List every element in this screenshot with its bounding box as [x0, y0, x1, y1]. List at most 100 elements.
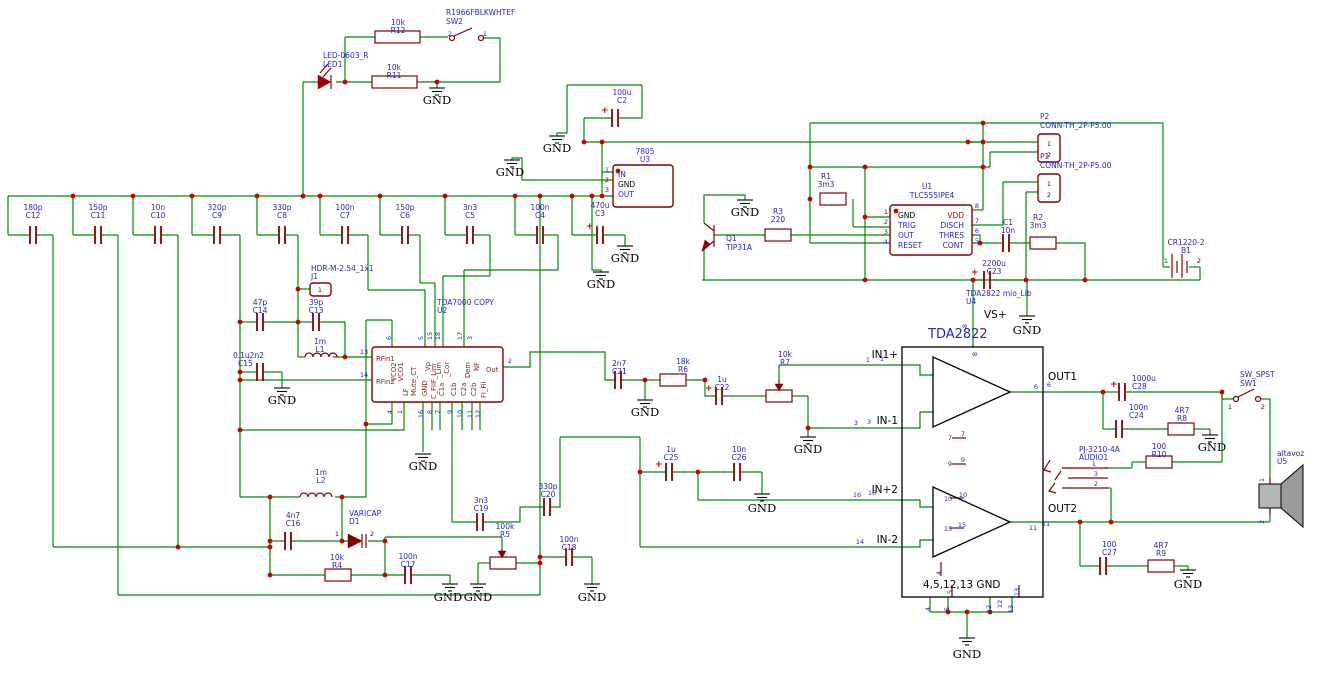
capacitor-symbol[interactable]	[466, 226, 474, 244]
capacitor-symbol[interactable]	[611, 109, 619, 127]
pin-number: 10	[456, 410, 464, 418]
capacitor-symbol[interactable]	[401, 226, 409, 244]
wire[interactable]	[591, 196, 602, 272]
speaker-icon[interactable]	[1258, 483, 1282, 509]
chip-body[interactable]	[1037, 173, 1061, 203]
component-label: 39p	[309, 298, 324, 307]
resistor-symbol[interactable]	[489, 556, 517, 570]
resistor-symbol[interactable]	[659, 373, 687, 387]
wire[interactable]	[484, 506, 543, 523]
capacitor-symbol[interactable]	[614, 371, 622, 389]
junction-dot	[175, 544, 181, 550]
component-label: C15	[238, 359, 253, 368]
diode-symbol[interactable]	[497, 550, 507, 559]
inductor-symbol[interactable]	[299, 492, 333, 498]
capacitor-symbol[interactable]	[565, 548, 573, 566]
component-label: TLC555IPE4	[909, 191, 955, 200]
junction-dot	[893, 208, 899, 214]
wire[interactable]	[902, 499, 933, 508]
capacitor-symbol[interactable]	[256, 313, 264, 331]
inductor-symbol[interactable]	[304, 352, 338, 358]
wire[interactable]	[503, 351, 614, 381]
speaker-horn-icon[interactable]	[1280, 463, 1304, 529]
capacitor-symbol[interactable]	[312, 313, 320, 331]
capacitor-symbol[interactable]	[1002, 234, 1010, 252]
wire[interactable]	[902, 364, 933, 376]
resistor-symbol[interactable]	[1145, 455, 1173, 469]
chip-body[interactable]	[612, 164, 674, 208]
wire[interactable]	[704, 380, 715, 397]
component-label: 100n	[398, 552, 417, 561]
chip-body[interactable]	[889, 204, 973, 256]
chip-body[interactable]	[309, 282, 332, 297]
diode-symbol[interactable]	[317, 74, 332, 90]
capacitor-symbol[interactable]	[154, 226, 162, 244]
capacitor-symbol[interactable]	[278, 226, 286, 244]
capacitor-symbol[interactable]	[665, 463, 673, 481]
capacitor-symbol[interactable]	[256, 363, 264, 381]
capacitor-symbol[interactable]	[94, 226, 102, 244]
capacitor-symbol[interactable]	[404, 566, 412, 584]
chip-pin-label: C1a	[438, 383, 446, 396]
wire[interactable]	[366, 402, 393, 425]
component-lead[interactable]	[703, 222, 715, 232]
chip-body[interactable]	[371, 346, 504, 403]
resistor-symbol[interactable]	[1167, 422, 1195, 436]
diode-symbol[interactable]	[701, 239, 711, 252]
wire[interactable]	[972, 234, 981, 243]
component-lead[interactable]	[322, 67, 332, 78]
capacitor-symbol[interactable]	[1118, 383, 1126, 401]
capacitor-symbol[interactable]	[213, 226, 221, 244]
capacitor-symbol[interactable]	[733, 463, 741, 481]
resistor-symbol[interactable]	[371, 75, 418, 89]
component-label: 10k	[330, 553, 345, 562]
switch-contact-icon[interactable]	[1232, 395, 1240, 403]
component-lead[interactable]	[453, 27, 473, 37]
resistor-symbol[interactable]	[374, 30, 421, 44]
capacitor-symbol[interactable]	[1115, 420, 1123, 438]
resistor-symbol[interactable]	[1147, 559, 1175, 573]
switch-contact-icon[interactable]	[1254, 395, 1262, 403]
resistor-symbol[interactable]	[819, 192, 847, 206]
diode-symbol[interactable]	[774, 383, 784, 392]
wire[interactable]	[1056, 242, 1086, 280]
diode-symbol[interactable]	[347, 533, 363, 549]
capacitor-symbol[interactable]	[596, 226, 604, 244]
wire[interactable]	[511, 157, 613, 181]
pin-number: 1	[1228, 403, 1232, 411]
wire[interactable]	[556, 85, 568, 136]
resistor-symbol[interactable]	[1029, 236, 1057, 250]
capacitor-symbol[interactable]	[715, 387, 723, 405]
component-lead[interactable]	[1237, 388, 1255, 398]
wire[interactable]	[240, 402, 405, 431]
chip-body[interactable]	[1037, 133, 1061, 163]
capacitor-symbol[interactable]	[284, 532, 292, 550]
gnd-symbol-icon	[1202, 434, 1218, 443]
amplifier-body[interactable]	[901, 346, 1044, 598]
component-label: VARICAP	[349, 509, 382, 518]
capacitor-symbol[interactable]	[536, 226, 544, 244]
wire[interactable]	[902, 411, 933, 429]
component-lead[interactable]	[319, 63, 329, 74]
resistor-symbol[interactable]	[765, 389, 793, 403]
component-label: 330p	[538, 482, 557, 491]
capacitor-symbol[interactable]	[341, 226, 349, 244]
wire[interactable]	[551, 437, 561, 508]
capacitor-symbol[interactable]	[983, 271, 991, 289]
pin-name: RESET	[898, 241, 922, 250]
switch-contact-icon[interactable]	[477, 34, 485, 42]
component-lead[interactable]	[1054, 470, 1062, 481]
wire[interactable]	[902, 539, 933, 548]
capacitor-symbol[interactable]	[29, 226, 37, 244]
capacitor-symbol[interactable]	[543, 498, 551, 516]
resistor-symbol[interactable]	[764, 228, 792, 242]
wire[interactable]	[972, 181, 1038, 226]
component-lead[interactable]	[1043, 459, 1052, 473]
capacitor-symbol[interactable]	[476, 513, 484, 531]
resistor-symbol[interactable]	[324, 568, 352, 582]
wire[interactable]	[703, 194, 746, 223]
capacitor-symbol[interactable]	[1099, 557, 1107, 575]
switch-contact-icon[interactable]	[448, 34, 456, 42]
component-lead[interactable]	[1047, 482, 1057, 494]
